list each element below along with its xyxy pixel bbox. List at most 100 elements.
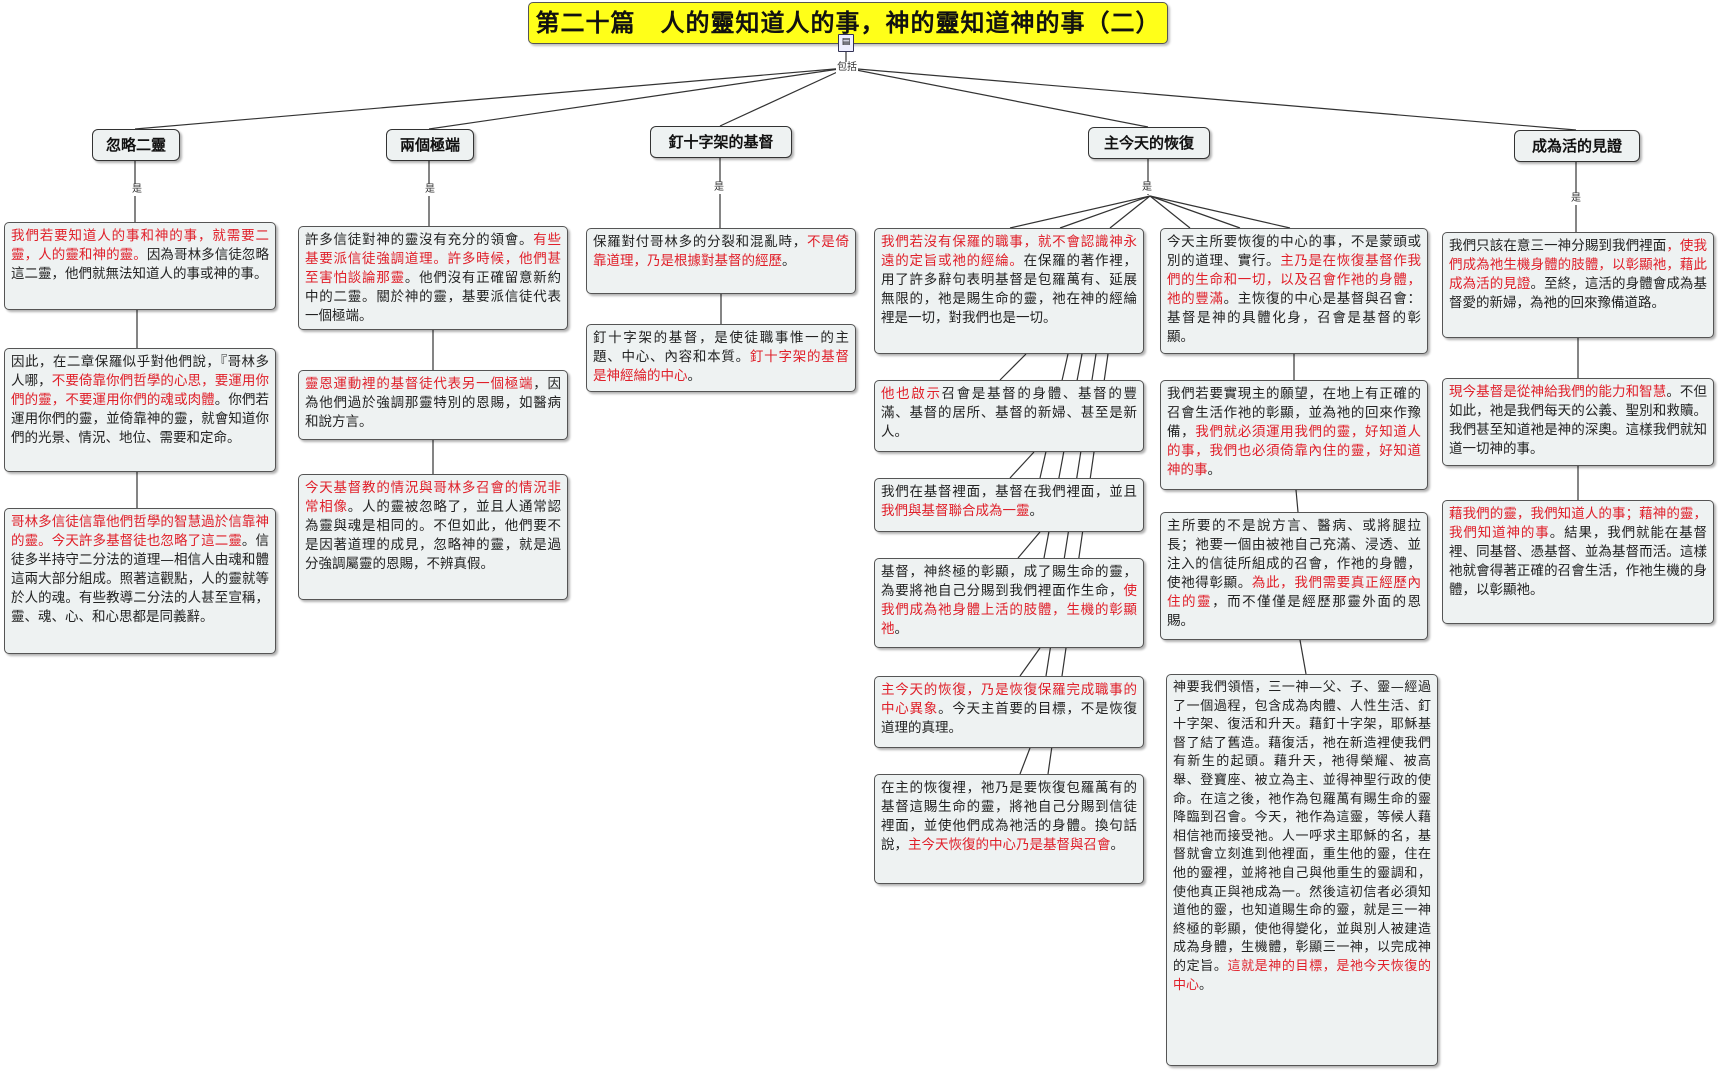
note-card[interactable]: 保羅對付哥林多的分裂和混亂時，不是倚靠道理，乃是根據對基督的經歷。 (586, 228, 856, 294)
note-text: 。結果，我們就能在基督裡、同基督、憑基督、並為基督而活。這樣祂就會得著正確的召會… (1449, 525, 1708, 598)
note-text: 。 (1110, 837, 1125, 853)
highlight-text: 有些基要派信徒強調道理。許多時候，他們甚至害怕談論那靈 (305, 232, 562, 286)
note-text: 。不但如此，祂是我們每天的公義、聖別和救贖。我們甚至知道祂是神的深奧。這樣我們就… (1449, 384, 1708, 457)
note-card[interactable]: 今天主所要恢復的中心的事，不是蒙頭或別的道理、實行。主乃是在恢復基督作我們的生命… (1160, 228, 1428, 354)
note-text: 神要我們領悟，三一神—父、子、靈—經過了一個過程，包含成為肉體、人性生活、釘十字… (1173, 680, 1431, 974)
connector (845, 67, 1149, 128)
branch-ignore-two-spirits[interactable]: 忽略二靈 (92, 129, 180, 161)
highlight-text: 現今基督是從神給我們的能力和智慧 (1449, 384, 1667, 400)
note-text: 。他們沒有正確留意新約中的二靈。關於神的靈，基要派信徒代表一個極端。 (305, 270, 562, 324)
note-card[interactable]: 他也啟示召會是基督的身體、基督的豐滿、基督的居所、基督的新婦、甚至是新人。 (874, 380, 1144, 452)
highlight-text: 不是倚靠道理，乃是根據對基督的經歷 (593, 234, 850, 269)
branch-crucified-christ[interactable]: 釘十字架的基督 (650, 126, 792, 158)
note-card[interactable]: 基督，神終極的彰顯，成了賜生命的靈，為要將祂自己分賜到我們裡面作生命，使我們成為… (874, 558, 1144, 648)
note-text: ，而不僅僅是經歷那靈外面的恩賜。 (1167, 594, 1421, 629)
note-card[interactable]: 神要我們領悟，三一神—父、子、靈—經過了一個過程，包含成為肉體、人性生活、釘十字… (1166, 674, 1438, 1066)
branch-living-testimony[interactable]: 成為活的見證 (1514, 130, 1640, 162)
highlight-text: 哥林多信徒信靠他們哲學的智慧過於信靠神的靈。今天許多基督徒也忽略了這二靈 (11, 514, 269, 549)
note-card[interactable]: 我們在基督裡面，基督在我們裡面，並且我們與基督聯合成為一靈。 (874, 478, 1144, 532)
note-text: 我們只該在意三一神分賜到我們裡面 (1449, 238, 1667, 254)
connector (845, 67, 1577, 131)
note-text: 。你們若運用你們的靈，並倚靠神的靈，就會知道你們的光景、情況、地位、需要和定命。 (11, 392, 269, 446)
branch-relation-label: 是 (1570, 193, 1582, 205)
note-text: 。 (1207, 462, 1222, 478)
note-card[interactable]: 哥林多信徒信靠他們哲學的智慧過於信靠神的靈。今天許多基督徒也忽略了這二靈。信徒多… (4, 508, 276, 654)
connector (999, 353, 1027, 381)
highlight-text: ，使我們成為祂生機身體的肢體，以彰顯祂，藉此成為活的見證 (1449, 238, 1708, 292)
note-text: 我們在基督裡面，基督在我們裡面，並且 (881, 484, 1137, 500)
highlight-text: 主乃是在恢復基督作我們的生命和一切，以及召會作祂的身體，祂的豐滿 (1167, 253, 1422, 307)
note-text: 保羅對付哥林多的分裂和混亂時， (593, 234, 807, 250)
highlight-text: 我們與基督聯合成為一靈 (881, 503, 1030, 519)
highlight-text: 釘十字架的基督是神經綸的中心 (593, 349, 850, 384)
connector (1009, 451, 1035, 479)
note-text: 。 (894, 621, 909, 637)
connector (1299, 639, 1307, 675)
note-card[interactable]: 我們若要實現主的願望，在地上有正確的召會生活作祂的彰顯，並為祂的回來作豫備，我們… (1160, 380, 1428, 490)
connector (1149, 195, 1241, 229)
note-text: ，因為他們過於強調那靈特別的恩賜，如醫病和說方言。 (305, 376, 562, 430)
note-text: 。 (687, 368, 702, 384)
highlight-text: 為此，我們需要真正經歷內住的靈 (1167, 575, 1422, 610)
note-card[interactable]: 釘十字架的基督，是使徒職事惟一的主題、中心、內容和本質。釘十字架的基督是神經綸的… (586, 324, 856, 392)
branch-two-extremes[interactable]: 兩個極端 (386, 129, 474, 161)
highlight-text: 不要倚靠你們哲學的心思，要運用你們的靈，不要運用你們的魂或肉體 (11, 373, 269, 408)
connector (1019, 647, 1041, 677)
note-text: 。 (1029, 503, 1044, 519)
root-relation-label: 包括 (836, 62, 858, 74)
highlight-text: 他也啟示 (881, 386, 942, 402)
note-text: 主所要的不是說方言、醫病、或將腿拉長；祂要一個由被祂自己充滿、浸透、並注入的信徒… (1167, 518, 1421, 591)
note-text: 許多信徒對神的靈沒有充分的領會。 (305, 232, 534, 248)
branch-relation-label: 是 (424, 184, 436, 196)
highlight-text: 主今天的恢復，乃是恢復保羅完成職事的中心異象 (881, 682, 1137, 717)
note-text: 召會是基督的身體、基督的豐滿、基督的居所、基督的新婦、甚至是新人。 (881, 386, 1137, 440)
highlight-text: 靈恩運動裡的基督徒代表另一個極端 (305, 376, 534, 392)
note-text: 。 (1199, 977, 1213, 993)
highlight-text: 我們若沒有保羅的職事，就不會認識神永遠的定旨或祂的經綸。 (881, 234, 1137, 269)
connector (134, 67, 847, 130)
highlight-text: 藉我們的靈，我們知道人的事；藉神的靈，我們知道神的事 (1449, 506, 1707, 541)
highlight-text: 我們若要知道人的事和神的事，就需要二靈，人的靈和神的靈。 (11, 228, 269, 263)
note-text: 我們若要實現主的願望，在地上有正確的召會生活作祂的彰顯，並為祂的回來作豫備， (1167, 386, 1421, 440)
note-card[interactable]: 現今基督是從神給我們的能力和智慧。不但如此，祂是我們每天的公義、聖別和救贖。我們… (1442, 378, 1714, 466)
note-text: 因為哥林多信徒忽略這二靈，他們就無法知道人的事或神的事。 (11, 247, 270, 282)
connector (1019, 747, 1031, 775)
branch-lords-recovery[interactable]: 主今天的恢復 (1088, 127, 1210, 159)
note-card[interactable]: 我們只該在意三一神分賜到我們裡面，使我們成為祂生機身體的肢體，以彰顯祂，藉此成為… (1442, 232, 1714, 338)
note-text: 。 (782, 253, 796, 269)
note-text: 。信徒多半持守二分法的道理—相信人由魂和體這兩大部分組成。照著這觀點，人的靈就等… (11, 533, 270, 625)
note-card[interactable]: 主今天的恢復，乃是恢復保羅完成職事的中心異象。今天主首要的目標，不是恢復道理的真… (874, 676, 1144, 748)
branch-relation-label: 是 (713, 182, 725, 194)
note-text: 基督，神終極的彰顯，成了賜生命的靈，為要將祂自己分賜到我們裡面作生命， (881, 564, 1137, 599)
connector (428, 67, 847, 130)
highlight-text: 這就是神的目標，是祂今天恢復的中心 (1173, 958, 1431, 993)
highlight-text: 我們就必須運用我們的靈，好知道人的事，我們也必須倚靠內住的靈，好知道神的事 (1167, 424, 1422, 478)
note-card[interactable]: 主所要的不是說方言、醫病、或將腿拉長；祂要一個由被祂自己充滿、浸透、並注入的信徒… (1160, 512, 1428, 640)
connector (719, 67, 847, 127)
note-card[interactable]: 我們若沒有保羅的職事，就不會認識神永遠的定旨或祂的經綸。在保羅的著作裡，用了許多… (874, 228, 1144, 354)
connector (1149, 195, 1291, 229)
note-text: 。主恢復的中心是基督與召會：基督是神的具體化身，召會是基督的彰顯。 (1167, 291, 1422, 345)
highlight-text: 使我們成為祂身體上活的肢體，生機的彰顯祂 (881, 583, 1137, 637)
connector (1009, 195, 1151, 229)
connector (1059, 195, 1151, 229)
note-card[interactable]: 藉我們的靈，我們知道人的事；藉神的靈，我們知道神的事。結果，我們就能在基督裡、同… (1442, 500, 1714, 624)
note-text: 。今天主首要的目標，不是恢復道理的真理。 (881, 701, 1138, 736)
note-text: 。人的靈被忽略了，並且人通常認為靈與魂是相同的。不但如此，他們要不是因著道理的成… (305, 499, 562, 572)
note-text: 今天主所要恢復的中心的事，不是蒙頭或別的道理、實行。 (1167, 234, 1421, 269)
highlight-text: 今天基督教的情況與哥林多召會的情況非常相像 (305, 480, 561, 515)
note-icon[interactable]: ▤ (838, 34, 854, 52)
note-card[interactable]: 在主的恢復裡，祂乃是要恢復包羅萬有的基督這賜生命的靈，將祂自己分賜到信徒裡面，並… (874, 774, 1144, 884)
note-card[interactable]: 因此，在二章保羅似乎對他們說，『哥林多人哪，不要倚靠你們哲學的心思，要運用你們的… (4, 348, 276, 472)
note-text: 在主的恢復裡，祂乃是要恢復包羅萬有的基督這賜生命的靈，將祂自己分賜到信徒裡面，並… (881, 780, 1137, 853)
note-card[interactable]: 靈恩運動裡的基督徒代表另一個極端，因為他們過於強調那靈特別的恩賜，如醫病和說方言… (298, 370, 568, 440)
note-card[interactable]: 許多信徒對神的靈沒有充分的領會。有些基要派信徒強調道理。許多時候，他們甚至害怕談… (298, 226, 568, 330)
connector (1017, 531, 1041, 559)
highlight-text: 主今天恢復的中心乃是基督與召會 (908, 837, 1111, 853)
note-card[interactable]: 我們若要知道人的事和神的事，就需要二靈，人的靈和神的靈。因為哥林多信徒忽略這二靈… (4, 222, 276, 310)
note-text: 。至終，這活的身體會成為基督愛的新婦，為祂的回來豫備道路。 (1449, 276, 1707, 311)
branch-relation-label: 是 (1141, 182, 1153, 194)
connector (1149, 195, 1191, 229)
note-card[interactable]: 今天基督教的情況與哥林多召會的情況非常相像。人的靈被忽略了，並且人通常認為靈與魂… (298, 474, 568, 600)
